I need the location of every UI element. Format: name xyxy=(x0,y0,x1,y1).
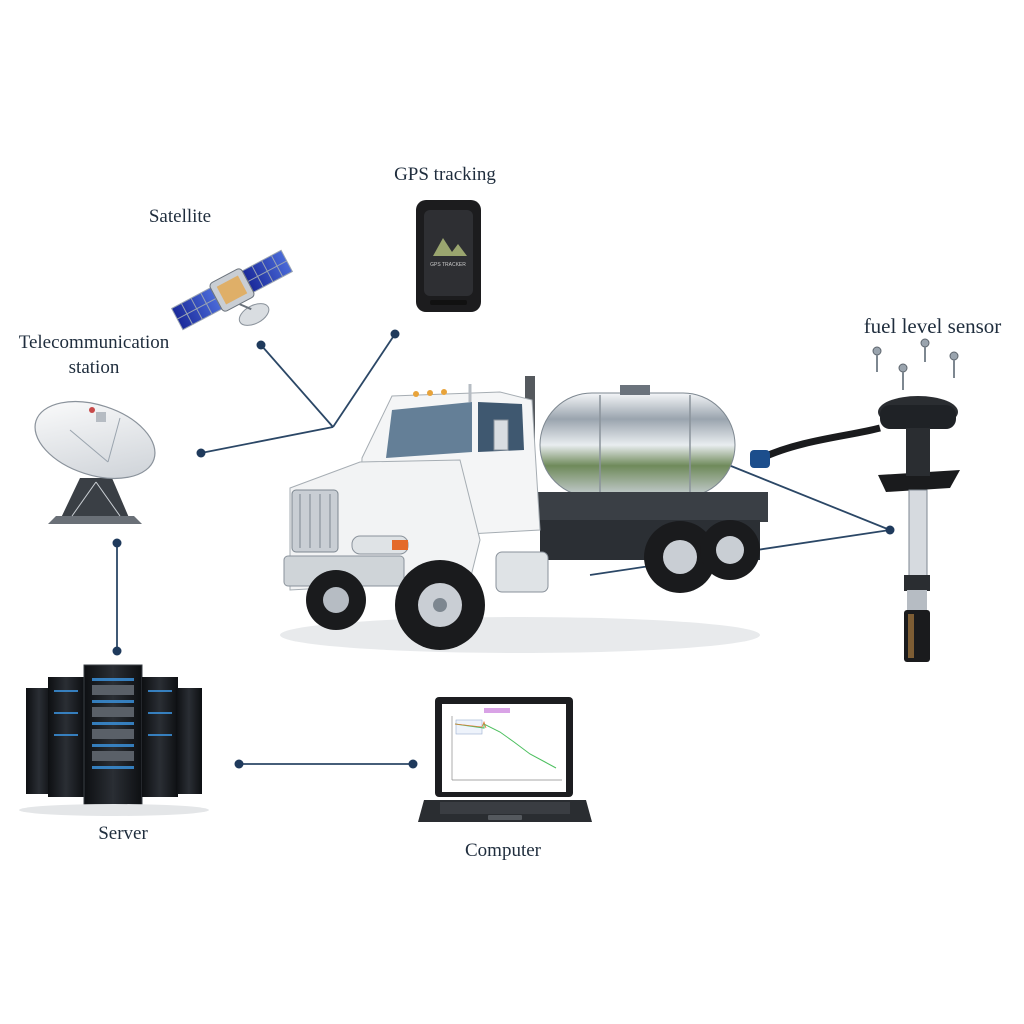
node-telecom xyxy=(196,448,206,458)
node-satellite xyxy=(256,340,266,350)
connector-telecom-hub xyxy=(200,426,334,454)
label-satellite: Satellite xyxy=(148,206,212,227)
label-telecommunication-station: Telecommunication station xyxy=(4,330,184,380)
fuel-sensor-icon xyxy=(750,338,960,662)
label-server: Server xyxy=(98,823,148,844)
connector-satellite-hub xyxy=(260,344,334,428)
connector-nodes xyxy=(112,329,895,769)
server-icon xyxy=(19,664,209,816)
telecom-dish-icon xyxy=(34,400,156,524)
label-fuel-level-sensor: fuel level sensor xyxy=(863,314,1002,338)
fuel-tank xyxy=(539,385,736,498)
gps-tracker-icon: GPS TRACKER xyxy=(416,200,481,312)
label-telecom-line2: station xyxy=(68,357,120,378)
node-server-up xyxy=(112,646,122,656)
wheels xyxy=(306,520,760,650)
node-fuel-sensor xyxy=(885,525,895,535)
laptop-screen-chart xyxy=(451,708,562,781)
computer-icon xyxy=(418,697,592,822)
solar-panel-right xyxy=(241,249,294,293)
node-telecom-down xyxy=(112,538,122,548)
label-computer: Computer xyxy=(465,840,541,861)
label-telecom-line1: Telecommunication xyxy=(18,332,170,353)
mounting-screws xyxy=(872,338,959,390)
satellite-icon xyxy=(170,249,294,331)
truck-hood xyxy=(283,459,481,591)
connector-gps-hub xyxy=(332,333,396,428)
node-gps xyxy=(390,329,400,339)
node-server-right xyxy=(234,759,244,769)
gps-tracker-print: GPS TRACKER xyxy=(430,262,466,268)
tanker-truck-image xyxy=(280,376,768,653)
label-gps-tracking: GPS tracking xyxy=(394,164,496,185)
node-computer xyxy=(408,759,418,769)
